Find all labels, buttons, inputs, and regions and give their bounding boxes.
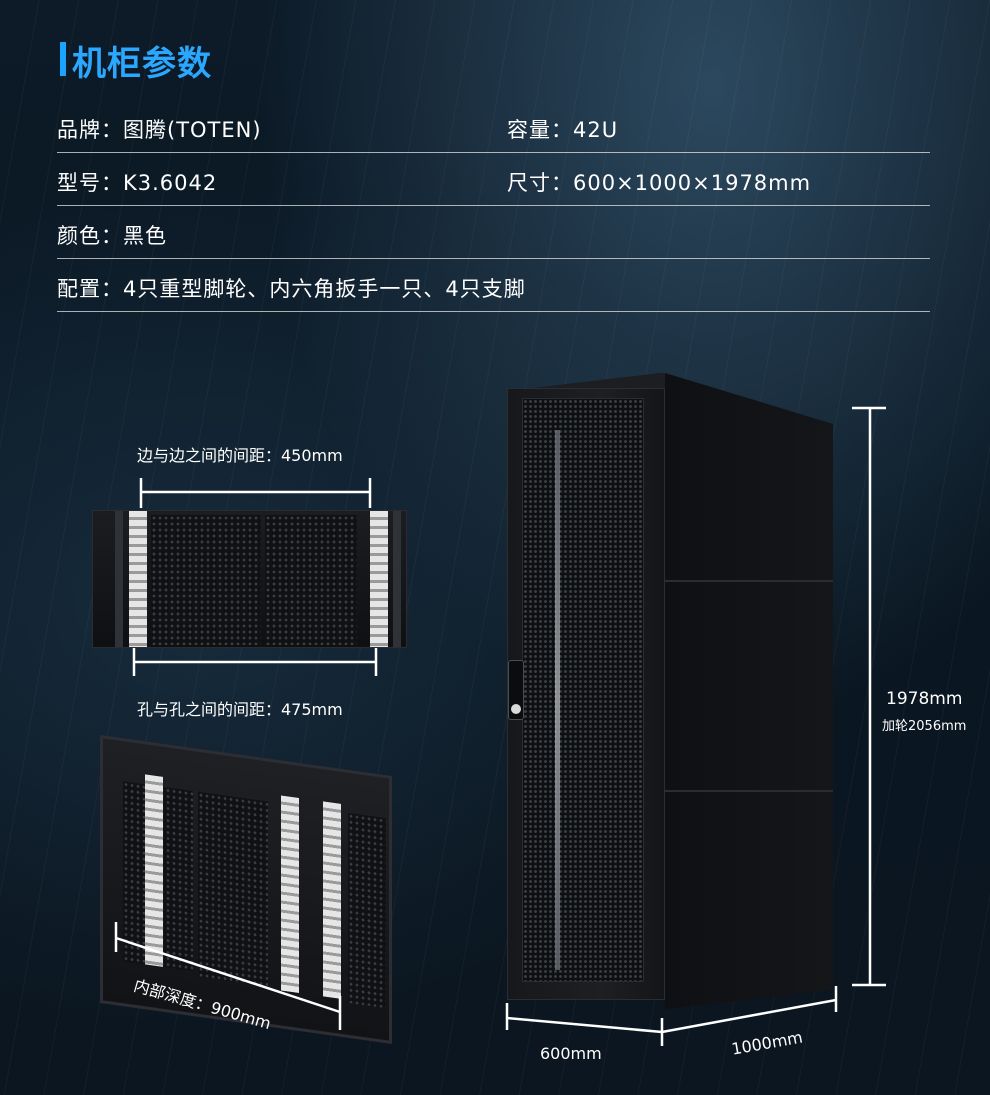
height-label: 1978mm (886, 689, 963, 709)
side-panel-seam-lower (665, 790, 833, 792)
rack-frame-left (115, 511, 123, 647)
spec-brand: 品牌：图腾(TOTEN) (57, 118, 262, 142)
spec-config: 配置：4只重型脚轮、内六角扳手一只、4只支脚 (57, 277, 526, 301)
mounting-rail-right (370, 511, 388, 647)
side-panel-seam-upper (665, 580, 833, 582)
width-label: 600mm (540, 1044, 602, 1063)
spec-row-model-size: 型号：K3.6042 尺寸：600×1000×1978mm (57, 153, 930, 206)
rack-front-rails-image (92, 510, 407, 648)
mounting-rail-left (129, 511, 147, 647)
lock-icon (511, 704, 521, 714)
depth-line (661, 998, 837, 1034)
spec-color: 颜色：黑色 (57, 224, 167, 248)
spec-row-brand-capacity: 品牌：图腾(TOTEN) 容量：42U (57, 100, 930, 153)
edge-spacing-label: 边与边之间的间距：450mm (137, 446, 343, 465)
spec-model: 型号：K3.6042 (57, 171, 218, 195)
vertical-bar-icon (60, 42, 66, 76)
hole-spacing-label: 孔与孔之间的间距：475mm (137, 700, 343, 719)
spec-row-color: 颜色：黑色 (57, 206, 930, 259)
rear-door-mesh-right (265, 515, 357, 645)
cabinet-side-panel (665, 373, 833, 1009)
height-with-wheels-label: 加轮2056mm (882, 719, 967, 734)
spec-size: 尺寸：600×1000×1978mm (507, 171, 812, 195)
rear-door-mesh-left (151, 515, 261, 645)
spec-capacity: 容量：42U (507, 118, 619, 142)
door-light-strip (555, 430, 560, 970)
rack-frame-right (393, 511, 401, 647)
inner-depth-line (115, 936, 341, 1014)
cabinet-front-door-mesh (522, 398, 644, 982)
spec-row-config: 配置：4只重型脚轮、内六角扳手一只、4只支脚 (57, 259, 930, 312)
width-line (506, 1016, 663, 1034)
page-title: 机柜参数 (72, 44, 212, 84)
